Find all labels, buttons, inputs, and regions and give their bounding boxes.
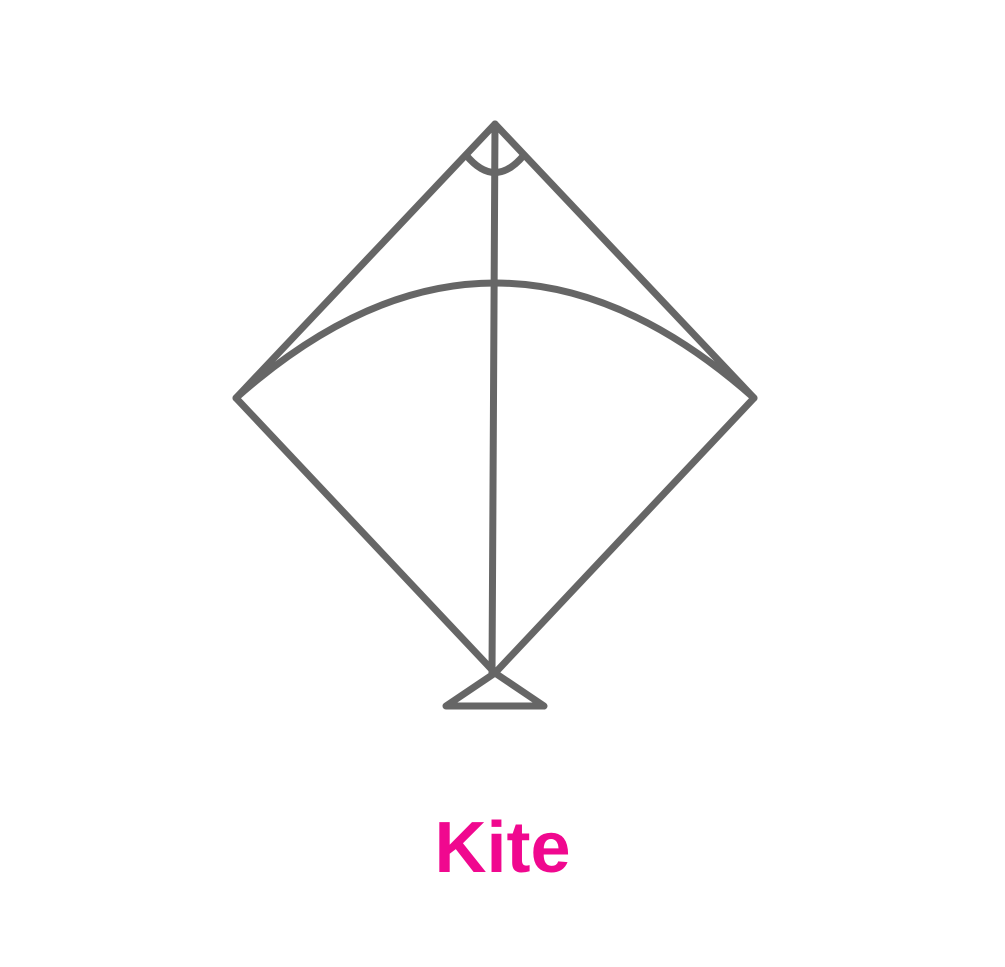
kite-tail-triangle [442, 669, 548, 710]
kite-caption: Kite [434, 808, 571, 888]
kite-top-angle-arc [462, 151, 528, 176]
kite-spine [488, 120, 499, 677]
kite-bow-arc [232, 279, 758, 402]
